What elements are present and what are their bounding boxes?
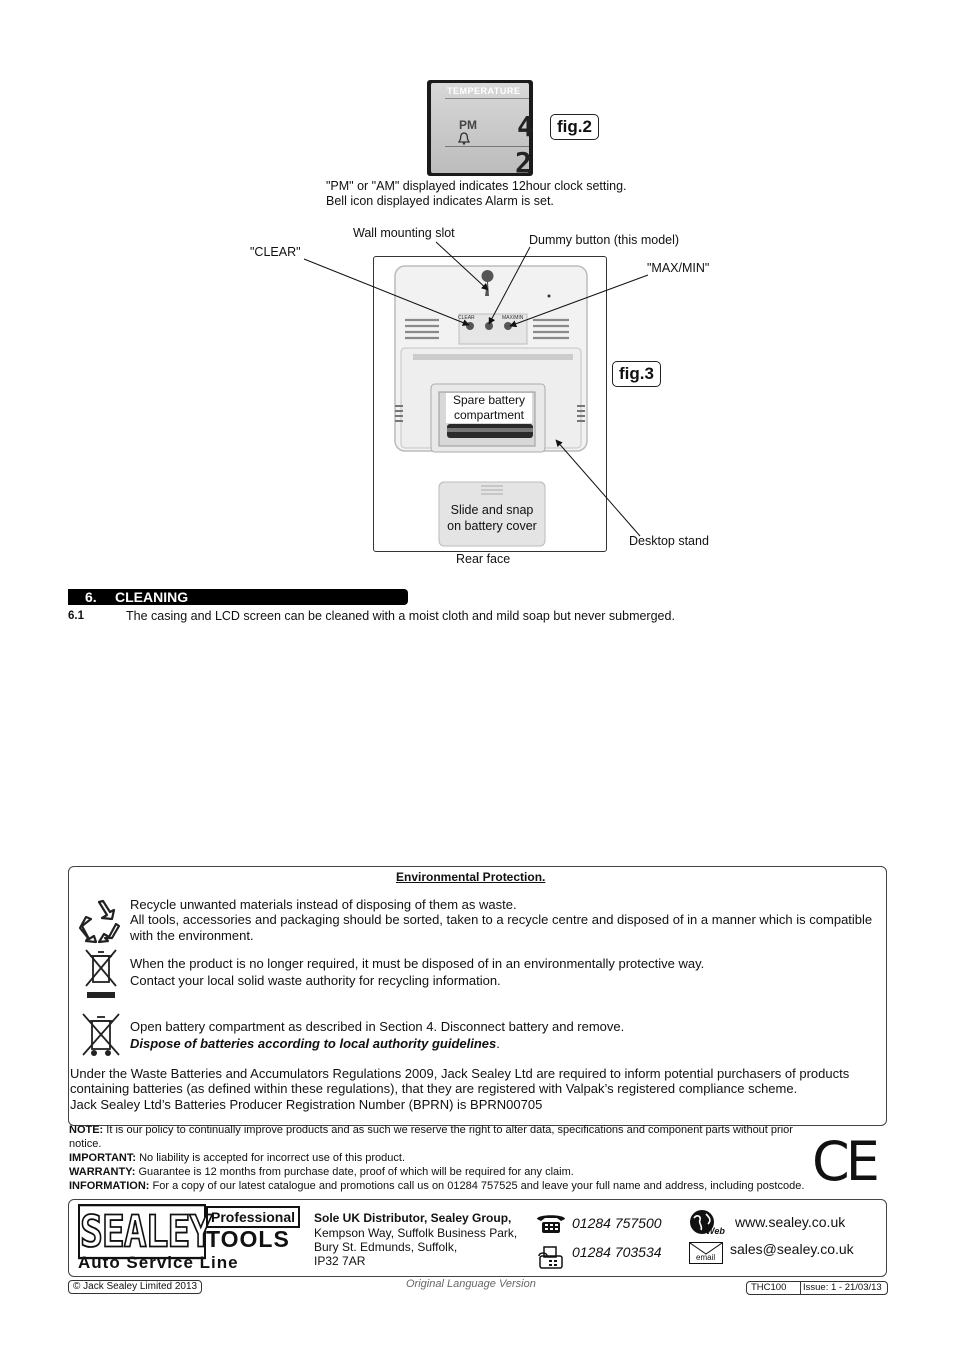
website-link[interactable]: www.sealey.co.uk	[735, 1214, 846, 1230]
recycle-text-3: with the environment.	[130, 928, 254, 943]
ce-mark: CE	[812, 1130, 880, 1193]
environmental-protection-box	[68, 866, 887, 1126]
weee-text-2: Contact your local solid waste authority…	[130, 973, 501, 988]
battery-cover-label: Slide and snap on battery cover	[447, 503, 537, 533]
web-globe-icon: Web	[688, 1208, 726, 1238]
lcd-header: TEMPERATURE	[447, 86, 521, 96]
logo-tools: TOOLS	[206, 1226, 290, 1252]
battery-text-1: Open battery compartment as described in…	[130, 1019, 625, 1034]
distributor-footer	[68, 1199, 887, 1277]
address-line-2: Bury St. Edmunds, Suffolk,	[314, 1240, 458, 1254]
rear-face-caption: Rear face	[456, 552, 511, 566]
fig2-note-2: Bell icon displayed indicates Alarm is s…	[326, 194, 554, 208]
weee-text-1: When the product is no longer required, …	[130, 956, 705, 971]
recycle-text-1: Recycle unwanted materials instead of di…	[130, 897, 517, 912]
warranty-line: WARRANTY: Guarantee is 12 months from pu…	[69, 1166, 574, 1178]
weee-bin-icon	[85, 949, 117, 998]
logo-professional: Professional	[206, 1206, 300, 1228]
callout-maxmin: "MAX/MIN"	[647, 261, 710, 275]
email-icon-label: email	[696, 1253, 716, 1262]
environment-title: Environmental Protection.	[396, 870, 546, 884]
spare-battery-label: Spare battery compartment	[446, 393, 532, 423]
fig2-lcd-photo: TEMPERATURE PM 4 2	[427, 80, 534, 179]
note-line-2: notice.	[69, 1138, 102, 1150]
fig2-note-1: "PM" or "AM" displayed indicates 12hour …	[326, 179, 627, 193]
fax-number: 01284 703534	[572, 1244, 662, 1260]
model-issue-box: THC100 Issue: 1 - 21/03/13	[746, 1281, 888, 1295]
fig2-label: fig.2	[550, 114, 599, 140]
regs-text-2: containing batteries (as defined within …	[70, 1081, 798, 1096]
language-version: Original Language Version	[406, 1278, 536, 1290]
note-line: NOTE: It is our policy to continually im…	[69, 1124, 793, 1136]
callout-clear: "CLEAR"	[250, 245, 301, 259]
distributor-title: Sole UK Distributor, Sealey Group,	[314, 1211, 512, 1225]
email-envelope-icon: email	[689, 1242, 723, 1264]
regs-text-3: Jack Sealey Ltd’s Batteries Producer Reg…	[70, 1097, 543, 1112]
important-line: IMPORTANT: No liability is accepted for …	[69, 1152, 406, 1164]
battery-text-2: Dispose of batteries according to local …	[130, 1036, 500, 1051]
callout-wall-slot: Wall mounting slot	[353, 226, 455, 240]
fig3-frame	[373, 256, 607, 552]
address-line-3: IP32 7AR	[314, 1254, 366, 1268]
battery-bin-icon	[82, 1013, 120, 1056]
web-icon-label: Web	[706, 1226, 725, 1236]
lcd-pm: PM	[459, 118, 477, 132]
regs-text-1: Under the Waste Batteries and Accumulato…	[70, 1066, 850, 1081]
copyright-label: © Jack Sealey Limited 2013	[68, 1280, 203, 1294]
callout-desktop-stand: Desktop stand	[629, 534, 709, 548]
device-label-clear: CLEAR	[458, 315, 475, 321]
logo-auto-service-line: Auto Service Line	[78, 1253, 239, 1272]
fig3-label: fig.3	[612, 361, 661, 387]
issue-date: Issue: 1 - 21/03/13	[803, 1282, 882, 1293]
recycle-text-2: All tools, accessories and packaging sho…	[130, 912, 873, 927]
callout-dummy-button: Dummy button (this model)	[529, 233, 680, 247]
model-number: THC100	[751, 1282, 787, 1293]
sealey-logo: SEALEY Professional TOOLS Auto Service L…	[78, 1204, 300, 1272]
phone-number[interactable]: 01284 757500	[572, 1215, 662, 1231]
cleaning-item-number: 6.1	[68, 610, 84, 622]
logo-brand: SEALEY	[78, 1204, 213, 1260]
recycle-icon	[78, 899, 121, 944]
email-link[interactable]: sales@sealey.co.uk	[730, 1241, 854, 1257]
information-line: INFORMATION: For a copy of our latest ca…	[69, 1180, 805, 1192]
cleaning-item-text: The casing and LCD screen can be cleaned…	[126, 609, 675, 623]
fax-icon	[538, 1246, 563, 1269]
address-line-1: Kempson Way, Suffolk Business Park,	[314, 1226, 518, 1240]
fig3-callout-arrows	[303, 241, 649, 537]
device-label-maxmin: MAX/MIN	[502, 315, 524, 321]
phone-icon	[537, 1215, 565, 1233]
bell-icon	[457, 132, 471, 150]
section-heading-cleaning: 6. CLEANING	[68, 589, 408, 605]
